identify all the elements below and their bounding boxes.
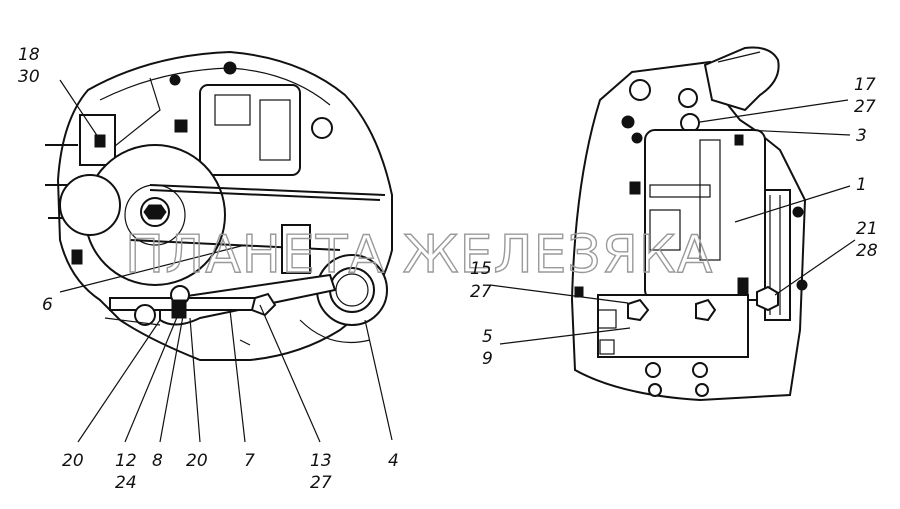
watermark: ПЛАНЕТА ЖЕЛЕЗЯКА [125,225,713,285]
callout-24: 24 [115,473,137,493]
callouts-left: 18 30 6 20 12 24 8 20 7 13 27 4 [18,45,399,493]
pump-block [199,84,301,176]
right-view [570,46,808,402]
intake-pipe [703,46,780,112]
callout-15: 15 [470,259,492,279]
leader-lines [59,79,856,443]
callout-4: 4 [388,451,399,471]
callout-28: 28 [856,241,878,261]
callout-3: 3 [856,126,867,146]
callout-20-right: 20 [186,451,208,471]
mounting-bracket [597,294,749,358]
callout-27-mid: 27 [470,282,492,302]
callout-7: 7 [244,451,255,471]
callout-17: 17 [854,75,876,95]
callout-27-left: 27 [310,473,332,493]
callout-30: 30 [18,67,40,87]
callout-8: 8 [152,451,163,471]
engine-block-side [570,60,807,402]
callout-9: 9 [482,349,493,369]
callout-27-top: 27 [854,97,876,117]
callout-13: 13 [310,451,332,471]
callout-21: 21 [856,219,878,239]
left-view [45,50,393,361]
callout-20-left: 20 [62,451,84,471]
callout-6: 6 [42,295,53,315]
callout-1: 1 [856,175,867,195]
callout-18: 18 [18,45,40,65]
callouts-right: 17 27 3 1 21 28 15 27 5 9 [470,75,878,369]
callout-12: 12 [115,451,137,471]
callout-5: 5 [482,327,493,347]
